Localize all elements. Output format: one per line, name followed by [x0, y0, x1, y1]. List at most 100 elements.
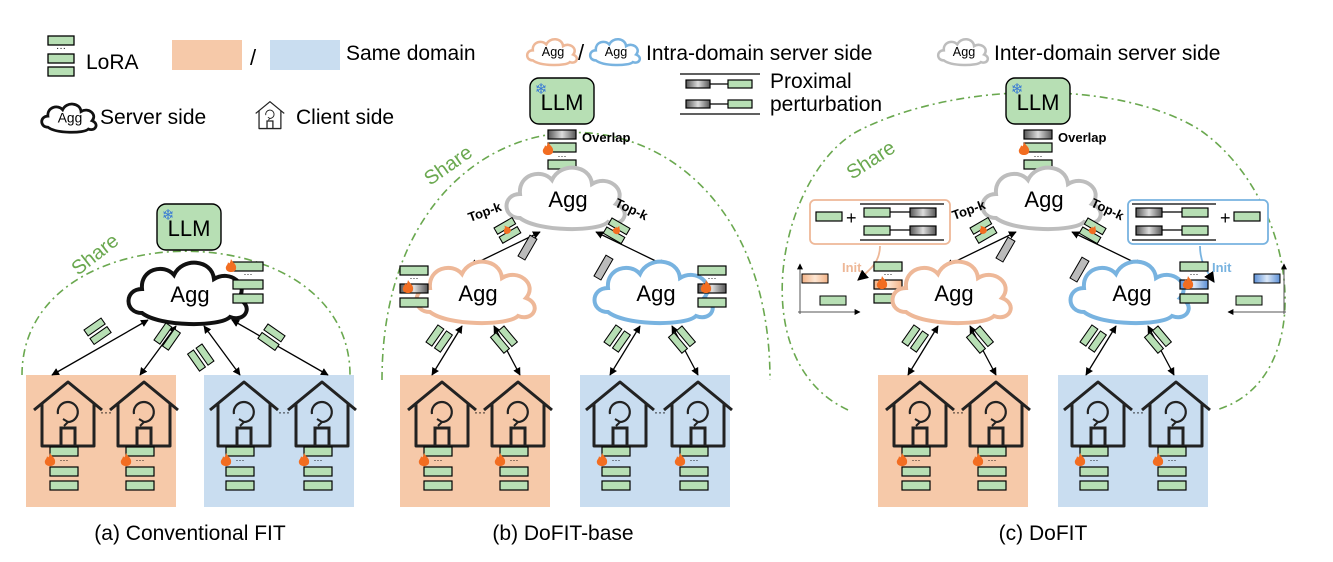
client-lora-icon: ··· [972, 446, 1007, 491]
llm-label-c: LLM [1017, 90, 1060, 115]
client-lora-icon: ··· [494, 446, 529, 491]
snowflake-icon: ❄ [535, 81, 548, 98]
svg-text:···: ··· [56, 43, 66, 54]
legend: ··· LoRA / Same domain Agg / Agg Intra-d… [40, 35, 1220, 134]
share-arc-a [21, 250, 351, 376]
svg-text:···: ··· [612, 455, 621, 465]
svg-text:Agg: Agg [542, 45, 564, 59]
svg-text:···: ··· [558, 151, 567, 161]
svg-text:Agg: Agg [605, 45, 627, 59]
single-lora-icon [995, 236, 1016, 263]
snowflake-icon: ❄ [162, 207, 175, 224]
dots-label: ··· [278, 405, 290, 419]
global-agg-cloud-b: Agg [504, 165, 627, 232]
share-arc-c [781, 91, 1286, 411]
client-lora-icon: ··· [896, 446, 931, 491]
blue-cloud-legend-icon: Agg [588, 37, 642, 67]
lora-transfer-icon [153, 322, 181, 351]
legend-lora-label: LoRA [86, 51, 139, 74]
svg-text:···: ··· [510, 455, 519, 465]
legend-proximal-line1: Proximal [770, 70, 852, 93]
svg-text:Agg: Agg [934, 281, 973, 306]
svg-text:···: ··· [884, 269, 893, 279]
client-lora-icon: ··· [120, 446, 155, 491]
share-label-a: Share [68, 230, 124, 280]
svg-text:Agg: Agg [636, 281, 675, 306]
caption-b: (b) DoFIT-base [492, 522, 633, 545]
legend-client-side-label: Client side [296, 106, 394, 129]
svg-text:+: + [846, 208, 857, 228]
llm-block-c: LLM ❄ [1005, 77, 1071, 125]
svg-text:···: ··· [912, 455, 921, 465]
orange-agg-cloud-b: Agg [414, 259, 537, 326]
lora-transfer-icon [187, 343, 215, 372]
server-cloud-legend-icon: Agg [40, 102, 98, 134]
svg-text:···: ··· [690, 455, 699, 465]
svg-text:···: ··· [708, 273, 717, 283]
overlap-label-b: Overlap [582, 130, 630, 145]
client-lora-icon: ··· [674, 446, 709, 491]
single-lora-icon [593, 254, 614, 281]
caption-a: (a) Conventional FIT [94, 522, 286, 545]
overlap-lora-icon: ··· [542, 129, 577, 170]
lora-transfer-icon [969, 217, 998, 244]
orange-domain-swatch [172, 40, 242, 70]
blue-domain-swatch [270, 40, 340, 70]
blue-perturbation-callout: + [1127, 199, 1269, 245]
svg-text:···: ··· [1034, 151, 1043, 161]
client-lora-icon: ··· [1074, 446, 1109, 491]
llm-block-b: LLM ❄ [529, 77, 595, 125]
orange-cloud-legend-icon: Agg [525, 37, 579, 67]
blue-agg-cloud-b: Agg [592, 259, 715, 326]
lora-transfer-icon [83, 317, 112, 345]
svg-text:Agg: Agg [458, 281, 497, 306]
blue-agg-cloud-c: Agg [1068, 259, 1191, 326]
svg-text:···: ··· [314, 455, 323, 465]
svg-text:Agg: Agg [548, 187, 587, 212]
legend-slash: / [250, 45, 257, 70]
lora-transfer-icon [667, 325, 696, 354]
lora-transfer-icon [493, 217, 522, 244]
blue-init-plot [1227, 263, 1287, 315]
proximal-perturbation-icon [680, 73, 760, 115]
init-label-blue: Init [1212, 260, 1232, 275]
llm-label-b: LLM [541, 90, 584, 115]
legend-proximal-line2: perturbation [770, 93, 882, 116]
overlap-lora-icon: ··· [1018, 129, 1053, 170]
caption-c: (c) DoFIT [999, 522, 1088, 545]
svg-text:Agg: Agg [1024, 187, 1063, 212]
gray-cloud-legend-icon: Agg [936, 37, 990, 67]
panel-a: Share LLM ❄ Agg ··· ··· · [21, 203, 358, 545]
single-lora-icon [1069, 256, 1090, 283]
legend-inter-domain-label: Inter-domain server side [994, 42, 1220, 65]
agg-cloud-a: Agg [126, 260, 249, 327]
svg-text:···: ··· [434, 455, 443, 465]
svg-text:···: ··· [136, 455, 145, 465]
client-lora-icon: ··· [44, 446, 79, 491]
svg-text:···: ··· [410, 273, 419, 283]
svg-text:···: ··· [1168, 455, 1177, 465]
lora-transfer-icon [965, 325, 994, 354]
client-lora-icon: ··· [596, 446, 631, 491]
client-lora-icon: ··· [1152, 446, 1187, 491]
client-lora-icon: ··· [298, 446, 333, 491]
client-lora-icon: ··· [418, 446, 453, 491]
client-lora-icon: ··· [220, 446, 255, 491]
legend-same-domain-label: Same domain [346, 42, 476, 65]
dots-label: ··· [654, 405, 666, 419]
overlap-label-c: Overlap [1058, 130, 1106, 145]
llm-block-a: LLM ❄ [156, 203, 222, 251]
snowflake-icon: ❄ [1011, 81, 1024, 98]
lora-transfer-icon [489, 325, 518, 354]
lora-stack-icon: ··· [225, 259, 264, 304]
llm-label-a: LLM [168, 216, 211, 241]
legend-intra-domain-label: Intra-domain server side [646, 42, 872, 65]
blue-domain-lora-stack: ··· [1179, 261, 1209, 304]
share-label-c: Share [843, 137, 900, 185]
topk-label: Top-k [466, 199, 504, 225]
domain-lora-stack-icon: ··· [697, 265, 727, 308]
svg-text:···: ··· [1190, 269, 1199, 279]
svg-text:+: + [1220, 208, 1231, 228]
panel-c: Share LLM ❄ ··· Overlap Agg Top-k Top-k [781, 77, 1287, 545]
client-house-legend-icon [255, 101, 285, 130]
